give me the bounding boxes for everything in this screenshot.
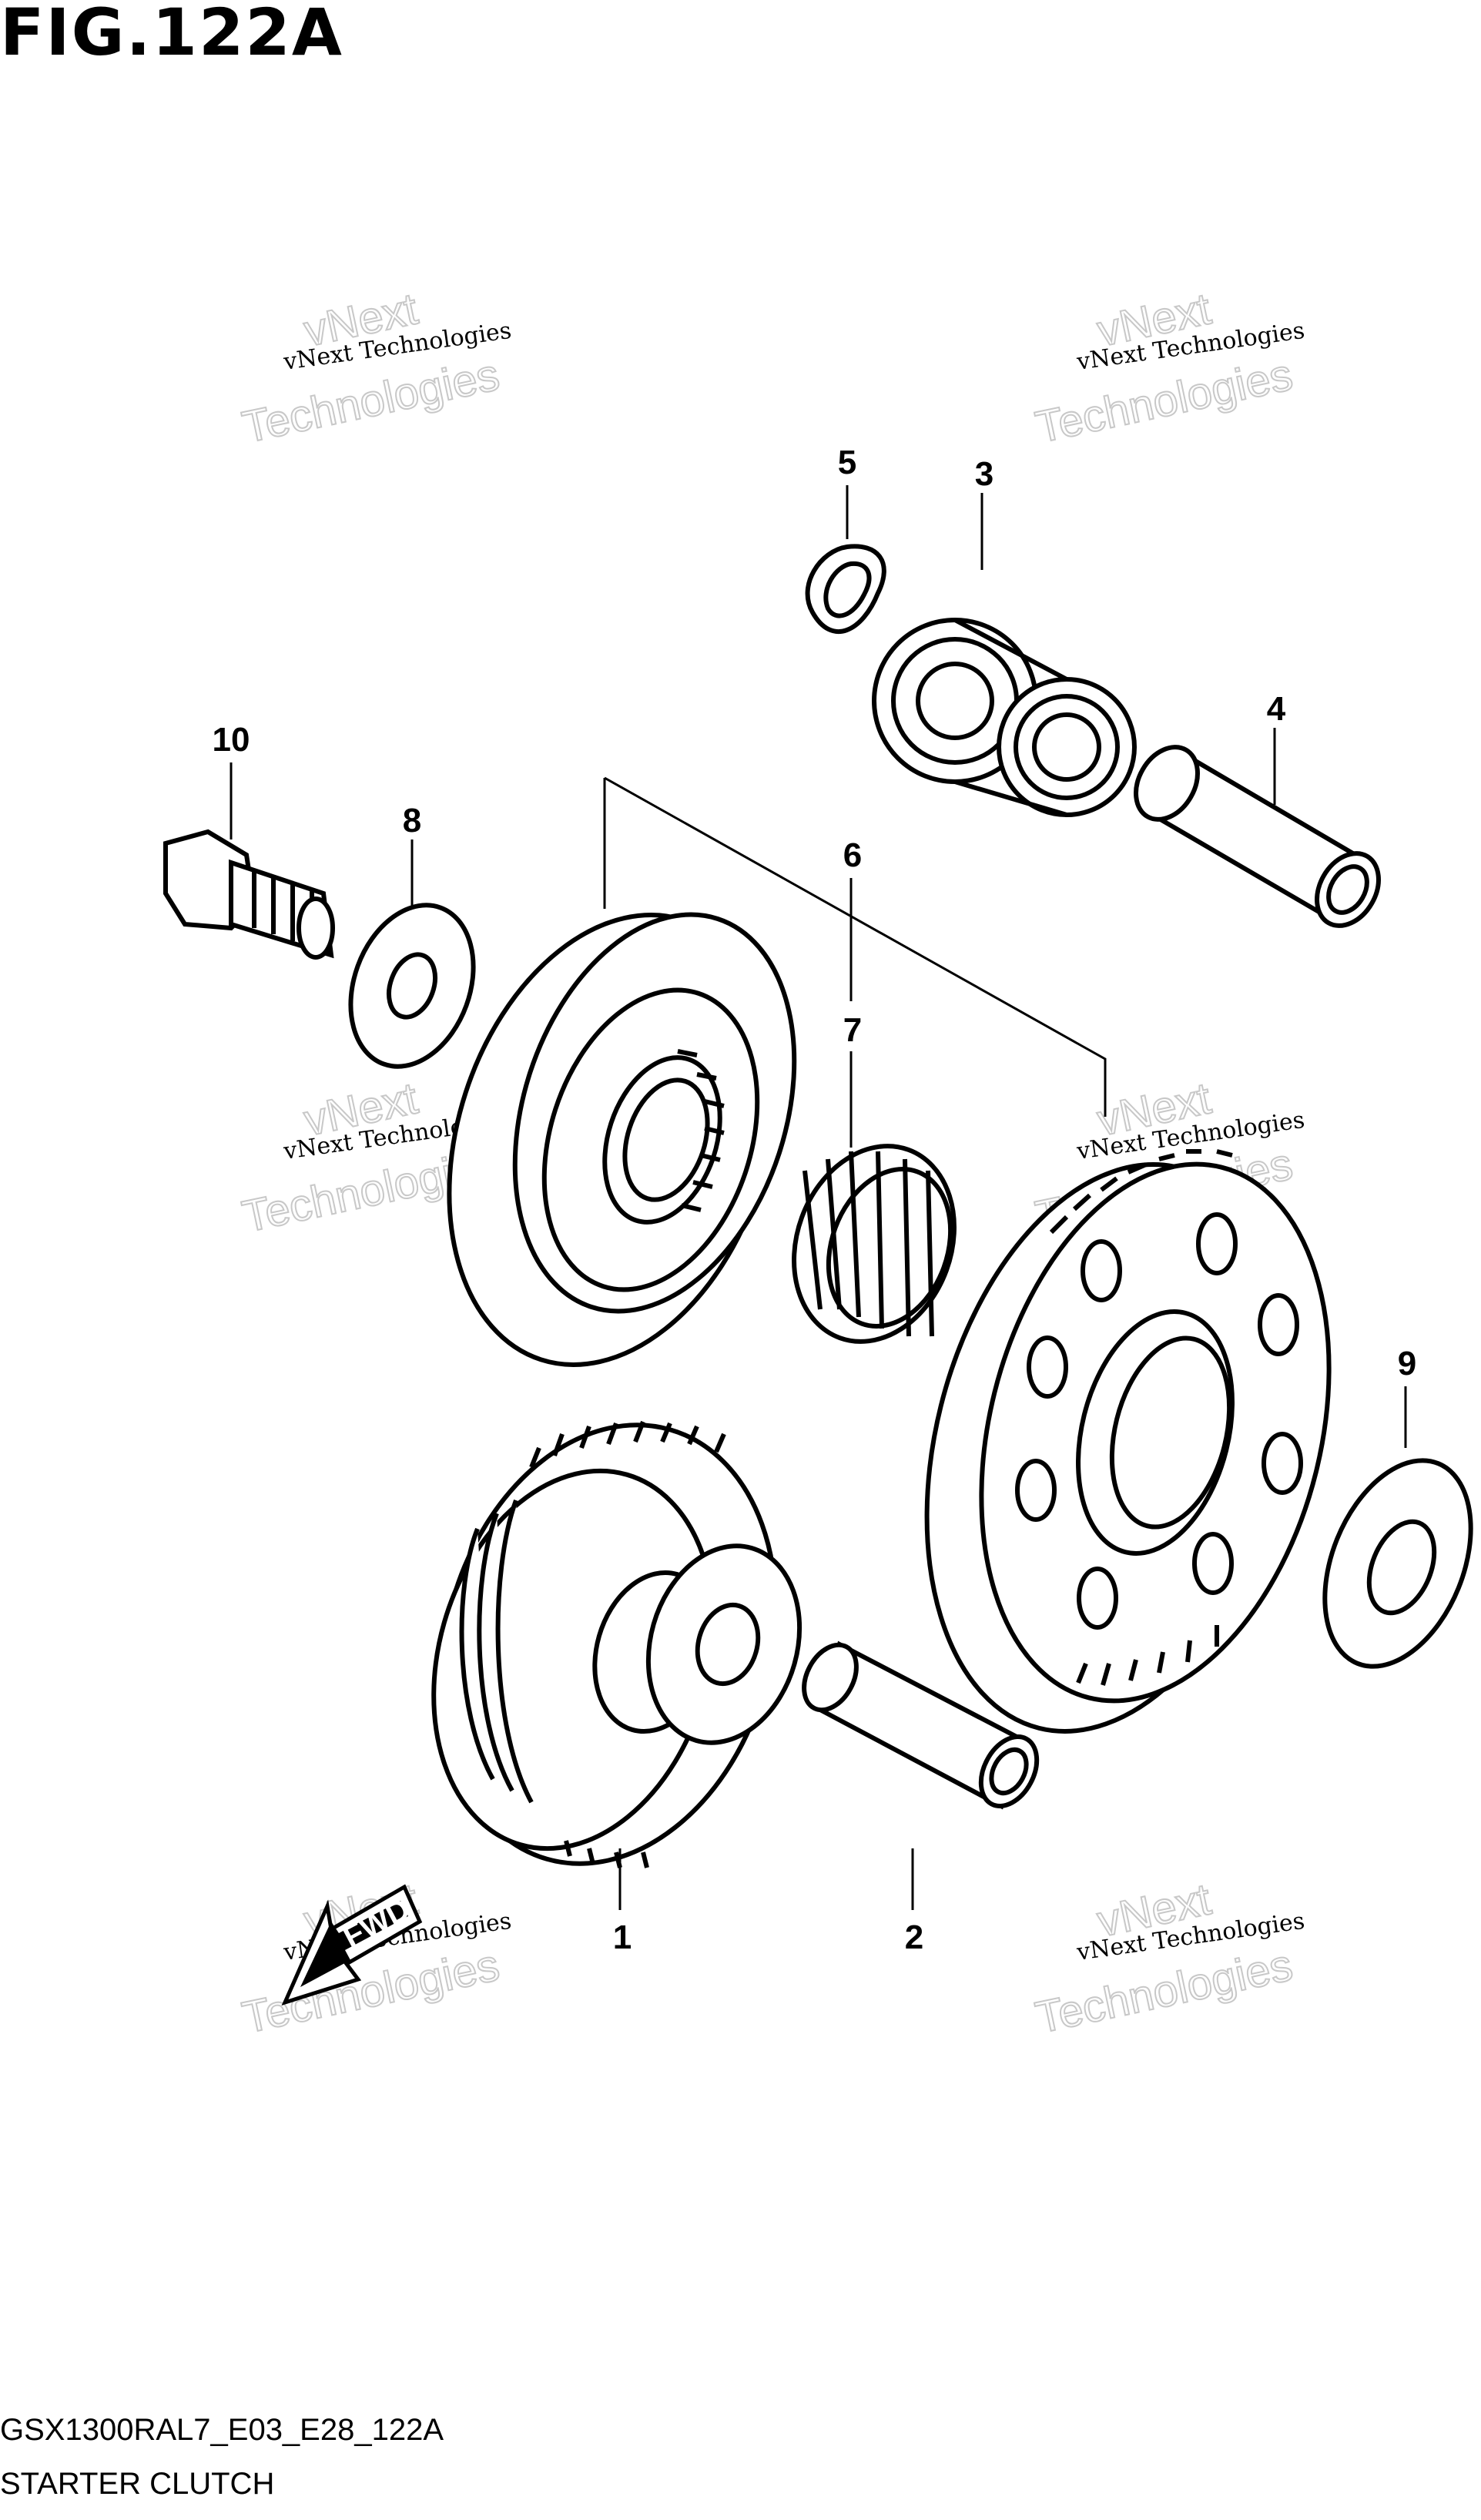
part-1-clutch-gear [431, 1420, 802, 1868]
svg-text:Technologies: Technologies [238, 350, 504, 453]
part-10-bolt [163, 829, 335, 960]
watermark-top-left: vNext Technologies vNext Technologies [237, 283, 513, 453]
part-5-washer [805, 544, 886, 635]
part-2-shaft [802, 1640, 1040, 1810]
part-9-washer [1322, 1458, 1473, 1669]
callout-6: 6 [843, 836, 862, 874]
callout-4: 4 [1267, 690, 1286, 728]
part-6-clutch-housing [447, 912, 797, 1367]
figure-title: FIG.122A [0, 0, 343, 70]
svg-text:Technologies: Technologies [1031, 350, 1297, 453]
leader-lines [230, 485, 1407, 1910]
diagram-code: GSX1300RAL7_E03_E28_122A [0, 2413, 444, 2447]
callout-1: 1 [613, 1918, 632, 1956]
callout-9: 9 [1398, 1345, 1416, 1382]
callout-2: 2 [905, 1918, 923, 1956]
watermark-top-right: vNext Technologies vNext Technologies [1030, 283, 1306, 453]
svg-text:Technologies: Technologies [1031, 1940, 1297, 2043]
assembly-bracket [603, 776, 1107, 1117]
svg-text:Technologies: Technologies [238, 1940, 504, 2043]
callout-3: 3 [975, 455, 993, 493]
part-4-shaft [1134, 745, 1381, 928]
diagram-caption: STARTER CLUTCH [0, 2467, 275, 2501]
callouts: 5 3 4 10 8 6 7 9 1 2 [213, 444, 1417, 1956]
watermark-bottom-right: vNext Technologies vNext Technologies [1030, 1873, 1306, 2043]
watermark-bottom-left: vNext Technologies vNext Technologies [237, 1873, 513, 2043]
part-3-idler-gear [872, 618, 1137, 817]
callout-7: 7 [843, 1011, 862, 1049]
callout-8: 8 [403, 802, 421, 839]
part-7-bearing [792, 1144, 957, 1344]
callout-10: 10 [213, 721, 250, 759]
part-starter-driven-gear [924, 1149, 1332, 1734]
callout-5: 5 [838, 444, 856, 481]
part-8-washer [348, 903, 476, 1069]
